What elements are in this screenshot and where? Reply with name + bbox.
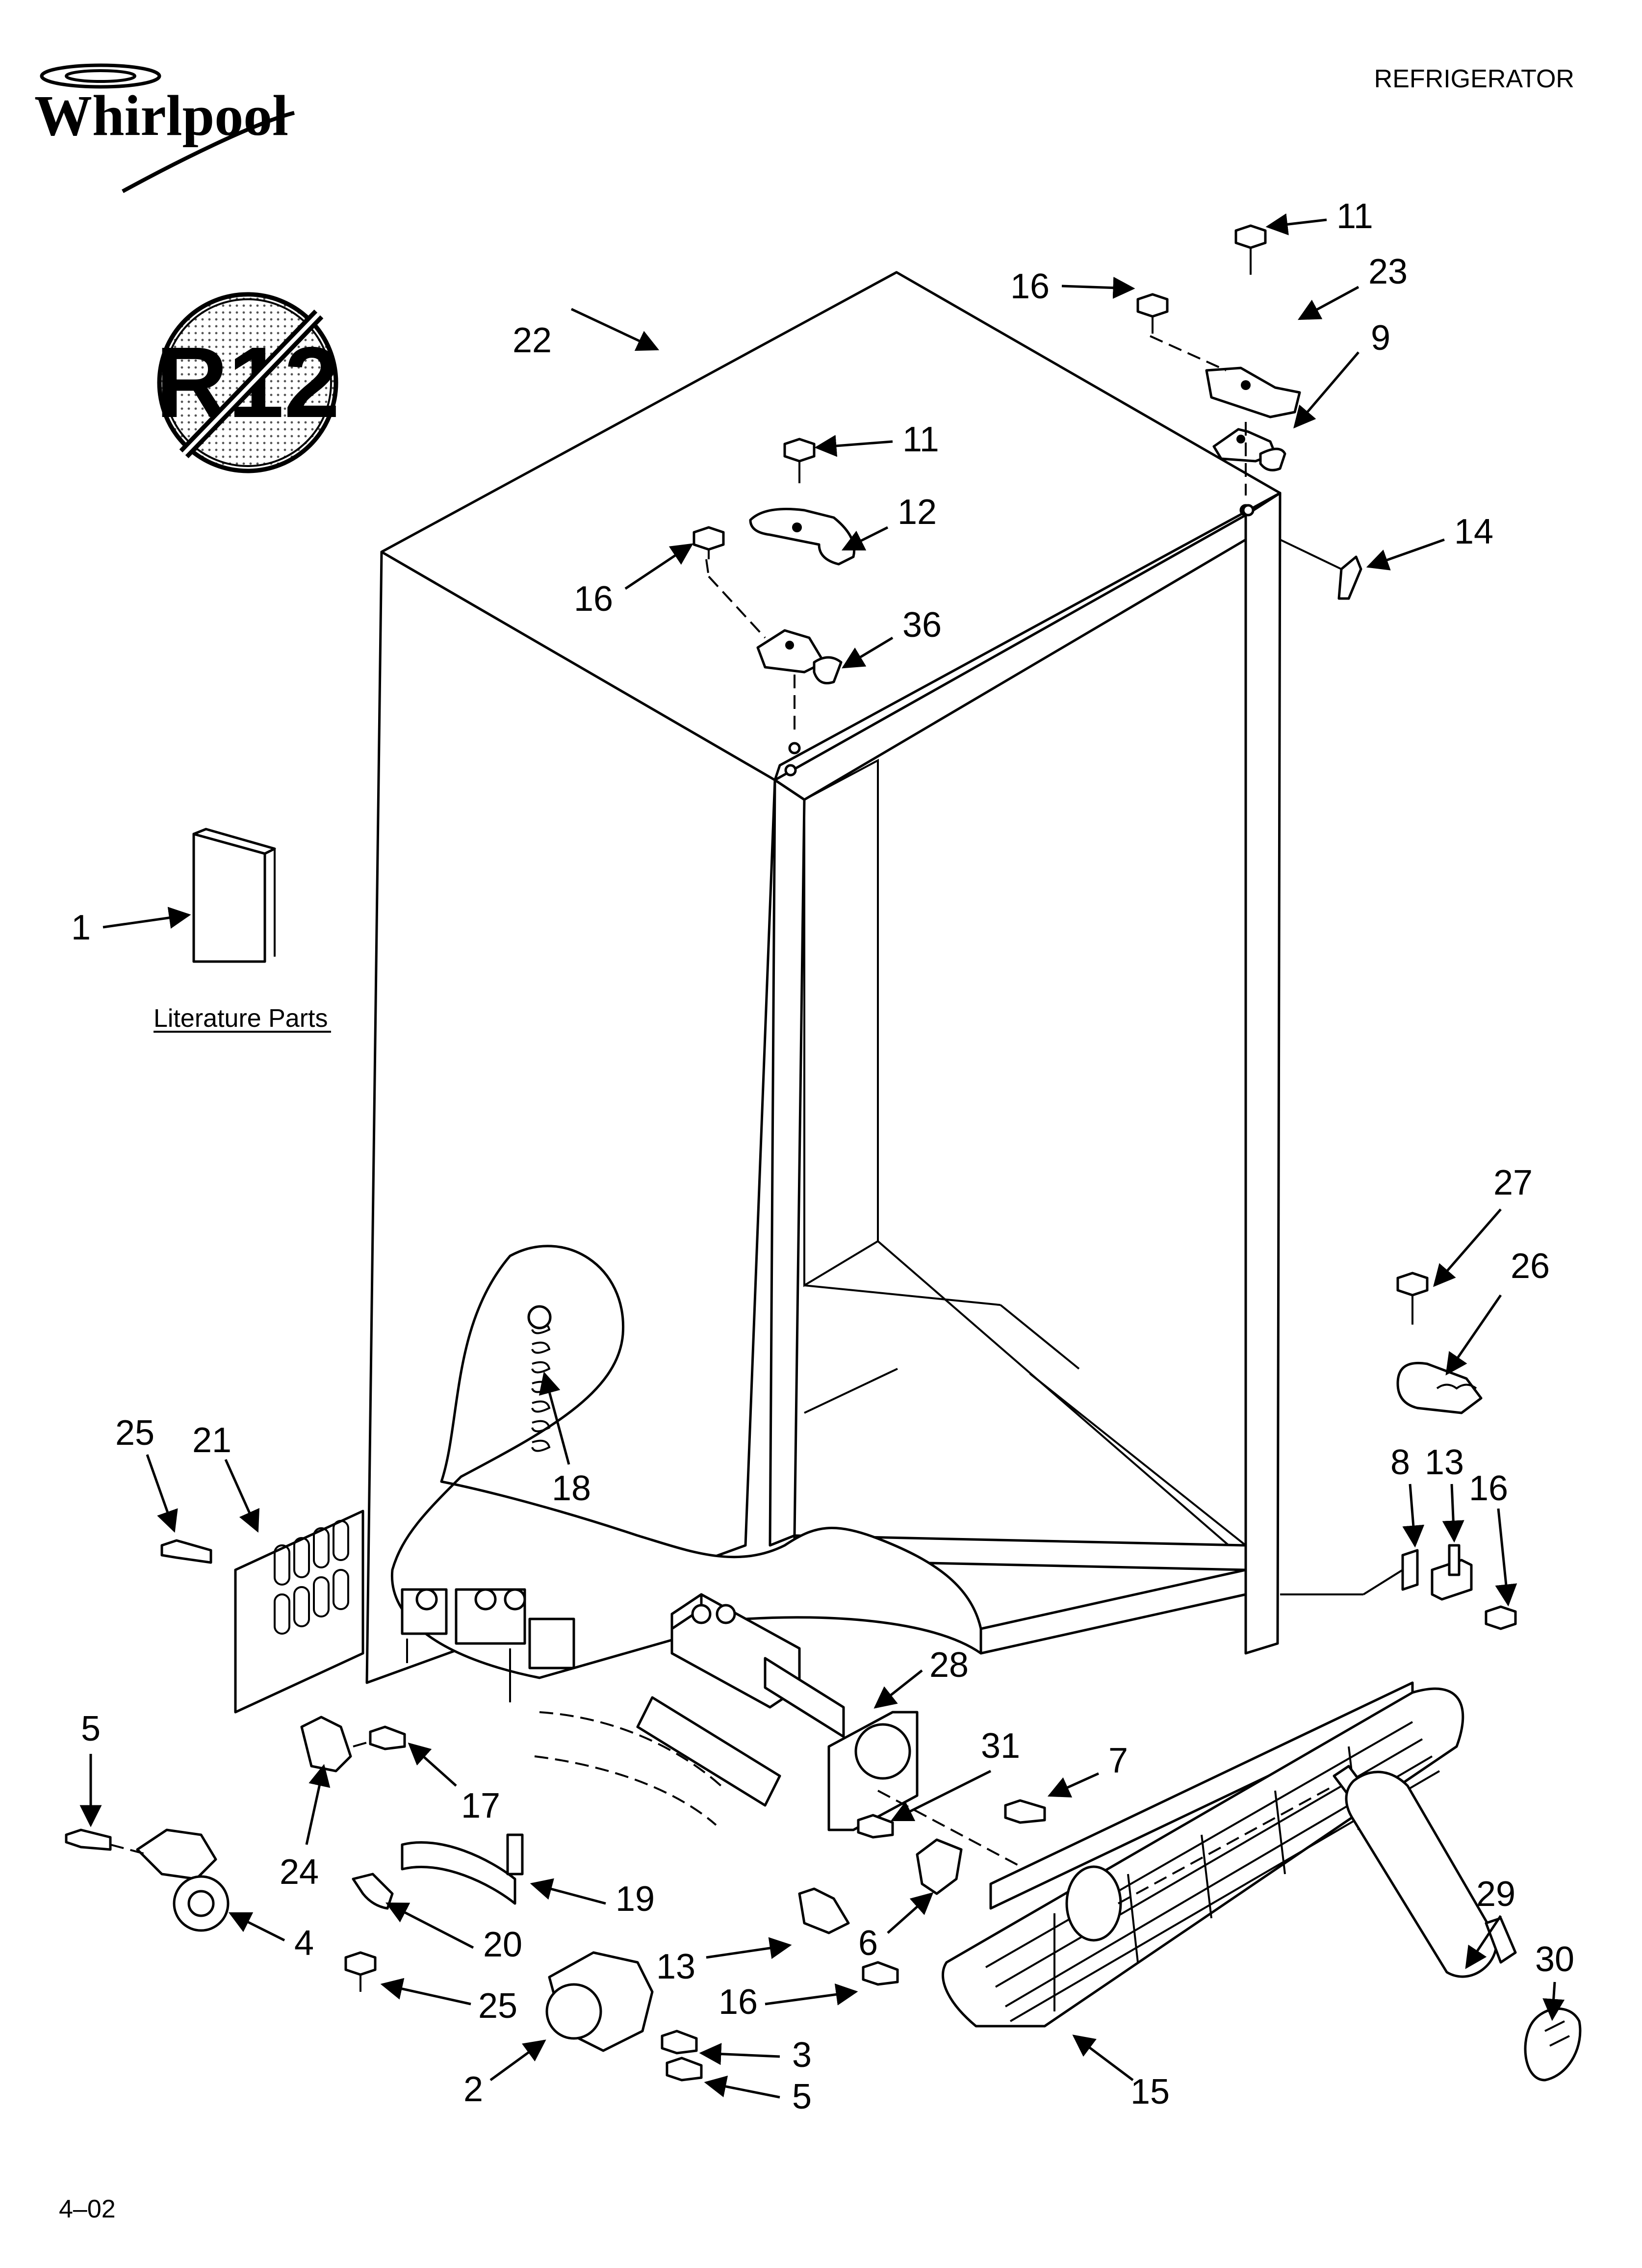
callout-15: 15: [1130, 2072, 1170, 2112]
rear-access-panel: [234, 1510, 364, 1714]
callout-4: 4: [294, 1924, 314, 1963]
base-grille: [942, 1681, 1464, 2028]
callout-25: 25: [115, 1413, 154, 1453]
filter-bracket-screw: [857, 1799, 1046, 1839]
callout-17: 17: [461, 1786, 500, 1825]
callout-19: 19: [616, 1879, 655, 1919]
callout-8: 8: [1390, 1443, 1410, 1482]
callout-29: 29: [1476, 1875, 1515, 1914]
callout-5: 5: [81, 1709, 101, 1748]
callout-20: 20: [483, 1925, 522, 1964]
defrost-drain-tube: [527, 1305, 552, 1452]
callout-13: 13: [656, 1947, 695, 1986]
callout-25: 25: [478, 1986, 517, 2026]
top-hinge-right: [1150, 335, 1301, 517]
callout-2: 2: [463, 2070, 483, 2109]
hinge-screws-top-right: [1136, 224, 1267, 334]
callout-36: 36: [902, 605, 942, 645]
callout-16: 16: [1469, 1469, 1508, 1508]
lower-hinge-parts: [1280, 1544, 1517, 1630]
callout-30: 30: [1535, 1940, 1574, 1979]
literature-label: Literature Parts: [154, 1004, 331, 1033]
panel-vents: [274, 1520, 349, 1635]
callout-7: 7: [1108, 1741, 1128, 1780]
cabinet-cutaway: [390, 1245, 982, 1826]
callout-16: 16: [1010, 267, 1050, 306]
hinge-screws-top-center: [693, 438, 816, 559]
no-r12-badge: R12: [155, 292, 340, 473]
whirlpool-logo: Whirlpool: [34, 63, 295, 193]
callout-9: 9: [1371, 318, 1390, 358]
front-roller-left: [65, 1828, 230, 1932]
product-title: REFRIGERATOR: [1374, 65, 1574, 93]
water-tube-clamp: [344, 1833, 524, 1992]
callout-12: 12: [898, 493, 937, 532]
date-code: 4–02: [59, 2195, 116, 2223]
callout-1: 1: [71, 908, 91, 947]
callout-31: 31: [981, 1726, 1020, 1766]
callout-23: 23: [1368, 252, 1408, 291]
callout-11: 11: [1336, 197, 1373, 236]
callout-26: 26: [1511, 1247, 1550, 1286]
literature-booklet: [192, 828, 276, 963]
callout-27: 27: [1493, 1163, 1533, 1202]
callout-16: 16: [574, 579, 613, 619]
small-bracket: [798, 1887, 899, 1986]
callout-18: 18: [552, 1469, 591, 1508]
brand-name: Whirlpool: [34, 83, 288, 148]
callout-28: 28: [929, 1645, 969, 1685]
callout-3: 3: [792, 2035, 812, 2075]
top-hinge-center: [705, 504, 1255, 777]
hinge-cap: [1280, 539, 1362, 600]
refrigerator-cabinet: [365, 271, 1282, 1684]
callout-13: 13: [1425, 1443, 1464, 1482]
water-line-bracket: [300, 1716, 406, 1773]
water-filter-housing: [670, 1593, 919, 1831]
callout-16: 16: [718, 1982, 758, 2022]
rear-panel-screw: [160, 1539, 212, 1564]
leveling-roller-assembly: [545, 1951, 703, 2082]
callout-labels: 11 16 23 22 9 11 12 14 16 36 1 27 26: [71, 197, 1574, 2116]
hinge-bracket-lower: [1396, 1272, 1483, 1414]
callout-21: 21: [192, 1421, 231, 1460]
callout-11: 11: [902, 420, 939, 459]
callout-24: 24: [280, 1852, 319, 1892]
filter-cap: [1524, 2007, 1582, 2082]
callout-5: 5: [792, 2077, 812, 2116]
callout-22: 22: [513, 321, 552, 360]
water-valve-assembly: [401, 1588, 575, 1702]
literature-parts-text: Literature Parts: [154, 1004, 328, 1033]
callout-14: 14: [1454, 512, 1493, 551]
callout-6: 6: [858, 1924, 878, 1963]
